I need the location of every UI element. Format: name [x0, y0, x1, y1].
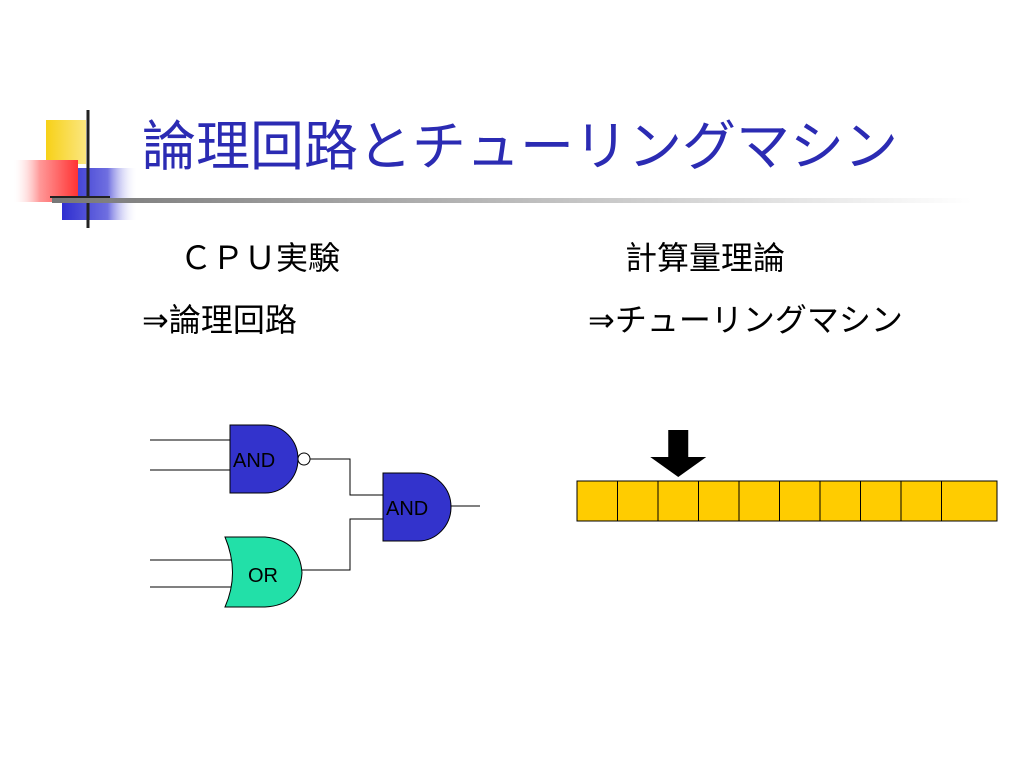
- tape-cells: [576, 480, 998, 522]
- gate2-label: AND: [386, 498, 428, 520]
- gate1-and-shape: [229, 424, 299, 494]
- tape-head-arrow: [650, 430, 707, 477]
- tape-cell: [617, 480, 659, 522]
- tape-cell: [576, 480, 618, 522]
- tape-cell: [941, 480, 998, 522]
- right-subheading: ⇒チューリングマシン: [588, 301, 903, 339]
- tape-cell: [819, 480, 861, 522]
- gate3-or-shape: [224, 536, 303, 608]
- slide-title: 論理回路とチューリングマシン: [142, 115, 898, 178]
- title-divider: [52, 198, 972, 203]
- gate3-label: OR: [248, 565, 278, 587]
- turing-tape-diagram: [576, 430, 998, 522]
- right-heading: 計算量理論: [625, 239, 786, 277]
- tape-cell: [860, 480, 902, 522]
- tape-cell: [698, 480, 740, 522]
- left-subheading: ⇒論理回路: [142, 301, 297, 339]
- tape-cell: [779, 480, 821, 522]
- gate1-label: AND: [233, 450, 275, 472]
- tape-cell: [900, 480, 942, 522]
- tape-cell: [657, 480, 699, 522]
- tape-cell: [738, 480, 780, 522]
- gate1-inversion-bubble: [297, 452, 311, 466]
- deco-red-square: [14, 160, 78, 202]
- down-arrow-icon: [650, 430, 707, 477]
- wire-gate1-to-gate2: [310, 458, 383, 496]
- left-heading: ＣＰＵ実験: [180, 239, 341, 277]
- logic-circuit-diagram: AND AND OR: [150, 424, 480, 608]
- gate2-and-shape: [382, 472, 452, 542]
- deco-yellow-square: [46, 120, 86, 164]
- decorative-squares: [14, 110, 138, 228]
- wire-gate3-to-gate2: [302, 518, 383, 571]
